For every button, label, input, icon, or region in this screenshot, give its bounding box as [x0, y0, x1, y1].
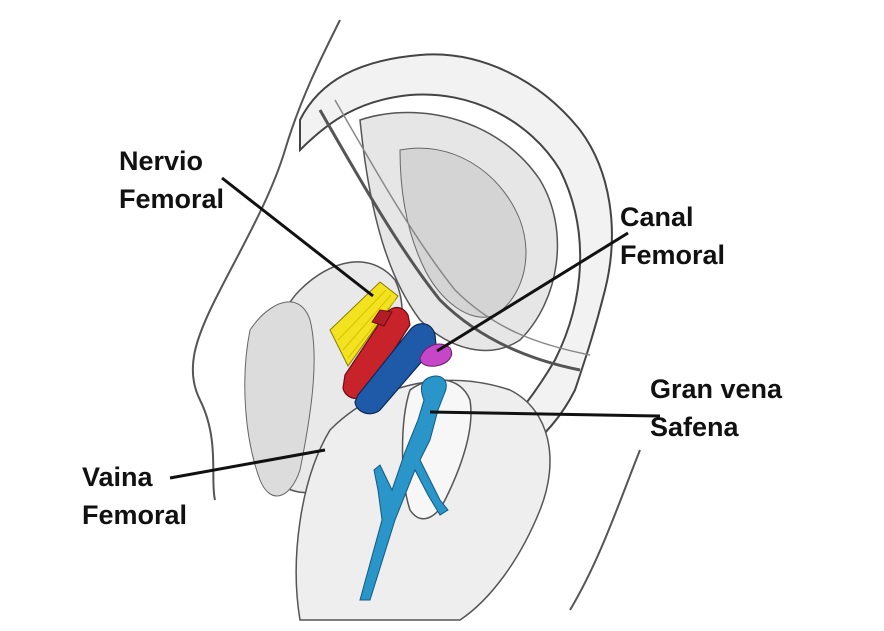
skin-outline-right: [569, 449, 641, 611]
label-femoral-canal: Canal Femoral: [620, 198, 725, 274]
label-femoral-canal-line1: Canal: [620, 202, 694, 232]
label-femoral-sheath-line1: Vaina: [82, 462, 153, 492]
femoral-canal-mark: [419, 343, 453, 367]
label-great-saphenous-vein: Gran vena Safena: [650, 370, 782, 446]
label-saphenous-line1: Gran vena: [650, 374, 783, 404]
inguinal-ligament: [318, 109, 581, 372]
artery-branch: [371, 309, 393, 327]
leader-femoral-sheath: [169, 448, 326, 480]
leader-femoral-nerve: [221, 176, 374, 298]
inguinal-ligament-edge: [334, 99, 591, 356]
label-femoral-nerve-line1: Nervio: [119, 146, 204, 176]
leader-saphenous-vein: [429, 410, 661, 418]
label-saphenous-line2: Safena: [650, 412, 739, 442]
leader-femoral-canal: [436, 231, 629, 353]
label-femoral-sheath-line2: Femoral: [82, 500, 188, 530]
great-saphenous-vein: [359, 375, 449, 601]
femoral-nerve-strands: [337, 289, 396, 359]
label-femoral-sheath: Vaina Femoral: [82, 458, 187, 534]
label-femoral-nerve-line2: Femoral: [119, 184, 225, 214]
adductor-muscle: [244, 301, 315, 497]
femoral-artery: [342, 306, 411, 400]
label-femoral-canal-line2: Femoral: [620, 240, 726, 270]
skin-outline: [191, 19, 341, 501]
label-femoral-nerve: Nervio Femoral: [119, 142, 224, 218]
